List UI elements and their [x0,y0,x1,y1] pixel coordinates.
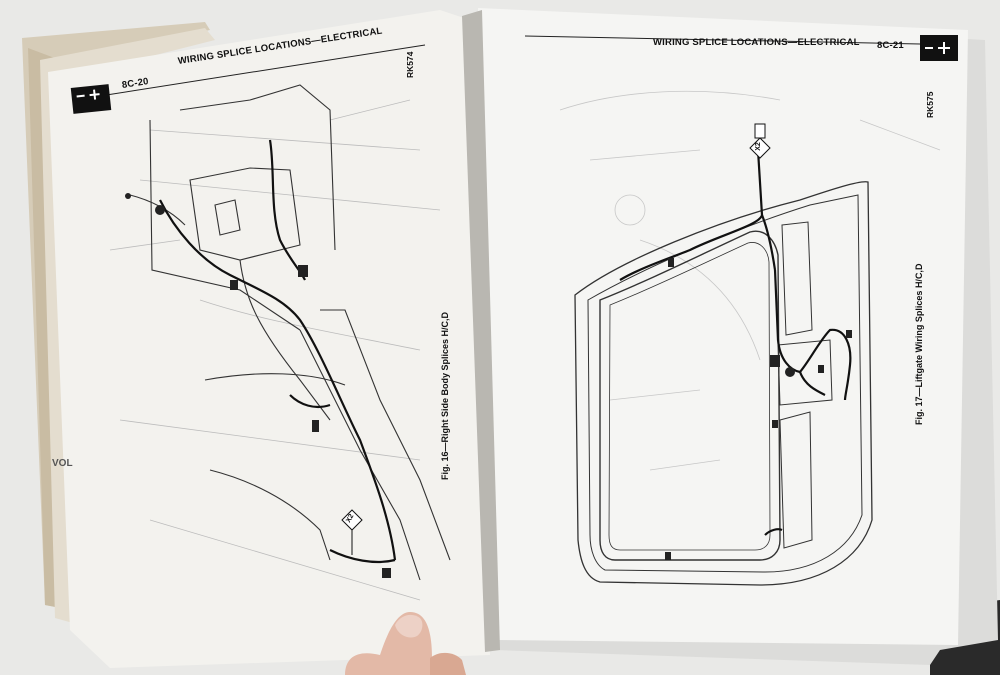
right-page-number: 8C-21 [877,40,904,51]
battery-icon [70,84,112,114]
liftgate-diagram [574,181,873,586]
left-page [48,10,490,668]
right-ref-code: RK575 [925,91,935,118]
left-figure-caption: Fig. 16—Right Side Body Splices H/C,D [440,311,450,480]
thumb [345,612,466,675]
right-figure-caption: Fig. 17—Liftgate Wiring Splices H/C,D [914,263,924,425]
right-splice-label: X2 [754,142,762,151]
right-header-title: WIRING SPLICE LOCATIONS—ELECTRICAL [653,37,860,48]
right-splice-badge [749,123,771,159]
left-ref-code: RK574 [405,51,415,78]
spine-volume-text: VOL [52,458,73,469]
battery-icon [920,35,958,61]
left-splice-badge [341,509,363,555]
right-page [478,8,968,645]
